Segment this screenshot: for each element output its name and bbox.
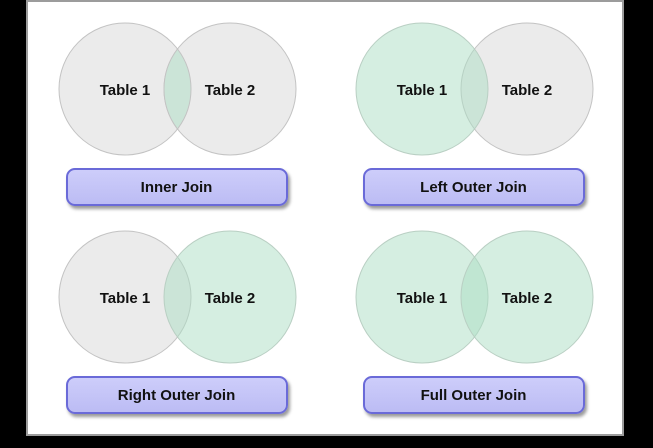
table2-label: Table 2 <box>204 82 255 99</box>
table1-circle <box>355 22 488 156</box>
inner-join-venn-diagram: Table 1 Table 2 <box>58 22 296 156</box>
intersection-lens <box>163 48 191 130</box>
table1-label: Table 1 <box>99 82 150 99</box>
join-diagram-left-outer-join: Table 1 Table 2 Left Outer Join <box>325 2 622 218</box>
table1-label: Table 1 <box>99 290 150 307</box>
table2-label: Table 2 <box>501 290 552 307</box>
right-outer-join-button[interactable]: Right Outer Join <box>65 376 288 414</box>
full-outer-join-button[interactable]: Full Outer Join <box>362 376 585 414</box>
left-outer-join-venn-diagram: Table 1 Table 2 <box>355 22 593 156</box>
diagram-panel: Table 1 Table 2 Inner Join Table 1 Table… <box>26 0 624 436</box>
table2-label: Table 2 <box>501 82 552 99</box>
table1-label: Table 1 <box>396 82 447 99</box>
table2-circle <box>163 230 296 364</box>
join-diagram-inner-join: Table 1 Table 2 Inner Join <box>28 2 325 218</box>
inner-join-button[interactable]: Inner Join <box>65 168 288 206</box>
table1-label: Table 1 <box>396 290 447 307</box>
join-diagram-grid: Table 1 Table 2 Inner Join Table 1 Table… <box>28 2 622 434</box>
join-diagram-right-outer-join: Table 1 Table 2 Right Outer Join <box>28 218 325 434</box>
full-outer-join-venn-diagram: Table 1 Table 2 <box>355 230 593 364</box>
right-outer-join-venn-diagram: Table 1 Table 2 <box>58 230 296 364</box>
join-diagram-full-outer-join: Table 1 Table 2 Full Outer Join <box>325 218 622 434</box>
left-outer-join-button[interactable]: Left Outer Join <box>362 168 585 206</box>
table2-label: Table 2 <box>204 290 255 307</box>
table2-circle <box>460 230 593 364</box>
